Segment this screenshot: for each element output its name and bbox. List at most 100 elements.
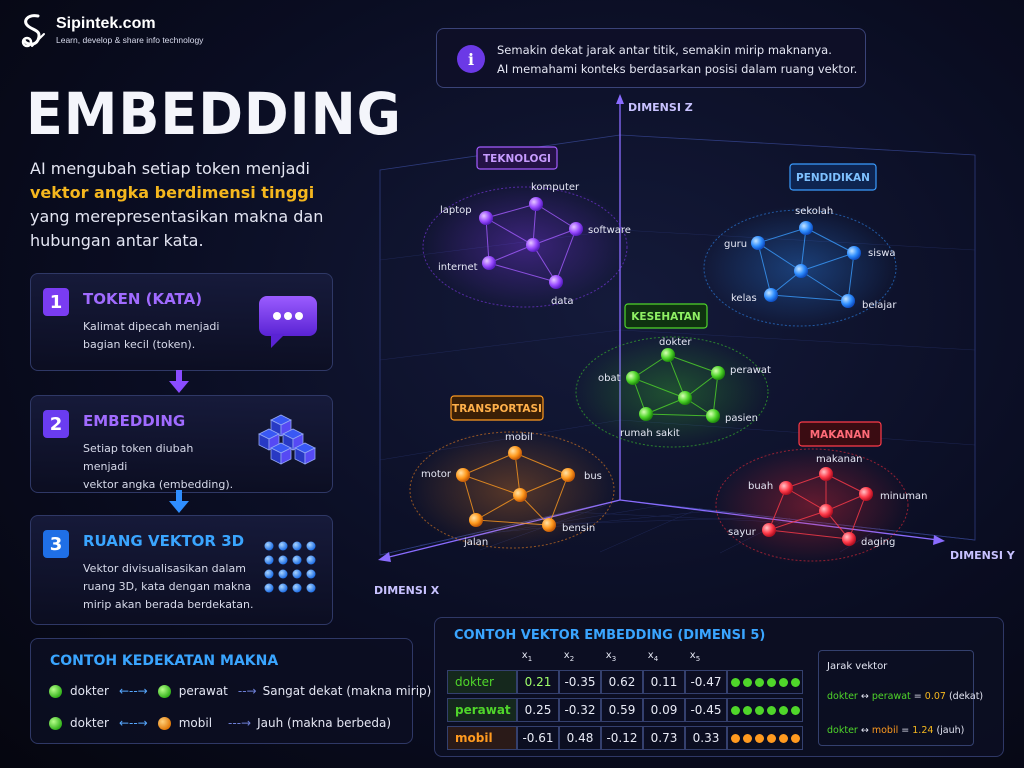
- word-label: makanan: [816, 454, 862, 465]
- table-cell: -0.61: [517, 726, 559, 750]
- cluster-tag-label: TEKNOLOGI: [483, 153, 551, 165]
- word-label: daging: [861, 537, 895, 548]
- sipintek-logo-icon: [21, 14, 45, 48]
- info-line: Semakin dekat jarak antar titik, semakin…: [497, 43, 832, 57]
- word-label: buah: [748, 481, 773, 492]
- table-cell: 0.33: [685, 726, 727, 750]
- word-node: [779, 481, 793, 495]
- green-dot-icon: [49, 684, 62, 698]
- distance-row: dokter ↔ mobil = 1.24 (jauh): [827, 725, 965, 736]
- dashed-arrow-icon: ---→: [228, 716, 252, 730]
- cluster-tag-label: TRANSPORTASI: [452, 403, 542, 415]
- orange-dot-icon: [157, 716, 171, 730]
- word-node: [819, 504, 833, 518]
- proximity-note: Sangat dekat (makna mirip): [262, 684, 432, 698]
- word-node: [706, 409, 720, 423]
- word-node: [711, 366, 725, 380]
- proximity-title: CONTOH KEDEKATAN MAKNA: [50, 653, 279, 669]
- axis-y-label: DIMENSI Y: [950, 549, 1016, 562]
- step-desc-line: mirip akan berada berdekatan.: [83, 598, 254, 611]
- dot-grid-icon: [264, 541, 316, 593]
- cluster-tag: [476, 146, 558, 170]
- info-box: i Semakin dekat jarak antar titik, semak…: [436, 28, 866, 88]
- word-node: [479, 211, 493, 225]
- cubes-icon: [258, 414, 316, 465]
- vector-dots: [727, 726, 803, 750]
- intro-line: hubungan antar kata.: [30, 231, 204, 250]
- step-card-ruang-vektor: 3 RUANG VEKTOR 3D Vektor divisualisasika…: [30, 515, 333, 625]
- word-label: software: [588, 225, 631, 236]
- row-label: perawat: [447, 698, 517, 722]
- intro-highlight: vektor angka berdimensi tinggi: [30, 183, 315, 202]
- cluster-tag: [798, 421, 882, 447]
- cluster-kesehatan: KESEHATAN dokter obat perawat rumah saki…: [598, 303, 771, 439]
- word-node: [508, 446, 522, 460]
- green-dot-icon: [157, 684, 171, 698]
- table-cell: 0.21: [517, 670, 559, 694]
- word-node: [469, 513, 483, 527]
- arrow-down-icon: [169, 370, 189, 393]
- word-b: mobil: [178, 716, 213, 730]
- brand-logo[interactable]: Sipintek.com Learn, develop & share info…: [18, 12, 203, 48]
- word-label: sayur: [728, 527, 757, 538]
- cluster-tag: [789, 163, 877, 191]
- info-text: Semakin dekat jarak antar titik, semakin…: [497, 41, 857, 79]
- chat-bubble-icon: [259, 296, 317, 348]
- word-node: [661, 348, 675, 362]
- table-cell: -0.45: [685, 698, 727, 722]
- step-description: Vektor divisualisasikan dalam ruang 3D, …: [83, 560, 263, 614]
- word-label: guru: [724, 239, 747, 250]
- word-label: belajar: [862, 300, 897, 311]
- table-cell: 0.62: [601, 670, 643, 694]
- word-node: [794, 264, 808, 278]
- word-node: [678, 391, 692, 405]
- vector-dots: [727, 670, 803, 694]
- proximity-note: Jauh (makna berbeda): [257, 716, 392, 730]
- table-cell: 0.48: [559, 726, 601, 750]
- step-desc-line: vektor angka (embedding).: [83, 478, 234, 491]
- table-cell: -0.47: [685, 670, 727, 694]
- word-node: [456, 468, 470, 482]
- word-label: rumah sakit: [620, 428, 680, 439]
- intro-line: yang merepresentasikan makna dan: [30, 207, 324, 226]
- step-number: 2: [43, 410, 69, 438]
- word-label: laptop: [440, 205, 472, 216]
- step-description: Setiap token diubah menjadi vektor angka…: [83, 440, 238, 494]
- word-node: [859, 487, 873, 501]
- double-arrow-icon: ←--→: [118, 684, 148, 698]
- word-node: [482, 256, 496, 270]
- cluster-tag-label: PENDIDIKAN: [796, 172, 870, 184]
- cluster-teknologi: TEKNOLOGI komputer laptop software inter…: [438, 146, 631, 307]
- word-label: data: [551, 296, 574, 307]
- word-label: dokter: [659, 337, 692, 348]
- step-desc-line: Vektor divisualisasikan dalam: [83, 562, 246, 575]
- table-cell: -0.35: [559, 670, 601, 694]
- word-a: dokter: [70, 684, 109, 698]
- table-cell: 0.73: [643, 726, 685, 750]
- proximity-row: dokter ←--→ perawat --→ Sangat dekat (ma…: [49, 684, 431, 698]
- intro-text: AI mengubah setiap token menjadi vektor …: [30, 157, 350, 253]
- word-node: [529, 197, 543, 211]
- step-desc-line: ruang 3D, kata dengan makna: [83, 580, 252, 593]
- table-cell: 0.11: [643, 670, 685, 694]
- table-cell: 0.25: [517, 698, 559, 722]
- green-dot-icon: [49, 716, 62, 730]
- proximity-examples: CONTOH KEDEKATAN MAKNA dokter ←--→ peraw…: [30, 638, 431, 744]
- distance-title: Jarak vektor: [827, 661, 888, 672]
- cluster-tag-label: KESEHATAN: [631, 311, 700, 323]
- word-node: [751, 236, 765, 250]
- dashed-arrow-icon: --→: [237, 684, 257, 698]
- column-header: x2: [563, 650, 575, 663]
- column-header: x3: [605, 650, 617, 663]
- row-label: dokter: [447, 670, 517, 694]
- word-node: [841, 294, 855, 308]
- word-node: [762, 523, 776, 537]
- word-node: [639, 407, 653, 421]
- word-node: [847, 246, 861, 260]
- word-label: bus: [584, 471, 602, 482]
- vector-dots: [727, 698, 803, 722]
- word-label: minuman: [880, 491, 927, 502]
- word-node: [764, 288, 778, 302]
- step-number: 3: [43, 530, 69, 558]
